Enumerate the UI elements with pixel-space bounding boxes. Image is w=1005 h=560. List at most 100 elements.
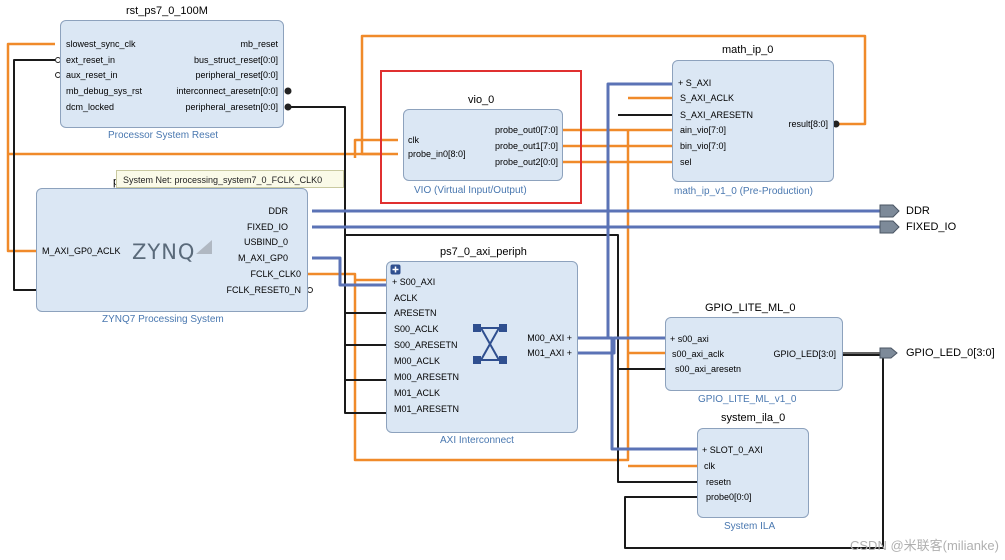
result-wire[interactable] bbox=[360, 34, 867, 156]
gpio-block-subtitle: GPIO_LITE_ML_v1_0 bbox=[698, 394, 797, 405]
vio-block-subtitle: VIO (Virtual Input/Output) bbox=[414, 185, 527, 196]
axi-pin-label: S00_AXI bbox=[399, 277, 436, 287]
ps7-pin[interactable]: M_AXI_GP0 bbox=[237, 253, 288, 263]
ps7-pin[interactable]: FIXED_IO bbox=[246, 222, 288, 232]
peripheral-aresetn-wire[interactable] bbox=[290, 106, 388, 414]
math-pin[interactable]: bin_vio[7:0] bbox=[680, 141, 727, 151]
vio-pin[interactable]: probe_out1[7:0] bbox=[494, 141, 558, 151]
clock-net-wire[interactable] bbox=[353, 138, 398, 158]
ps7-pin[interactable]: FCLK_CLK0 bbox=[250, 269, 301, 279]
ila-pin-label: SLOT_0_AXI bbox=[709, 445, 763, 455]
ila-pin[interactable]: resetn bbox=[706, 477, 732, 487]
math-pin-label: S_AXI bbox=[685, 78, 712, 88]
gpio-pin[interactable]: GPIO_LED[3:0] bbox=[773, 349, 836, 359]
axi-pin-label: M00_AXI bbox=[527, 333, 565, 343]
axi-pin[interactable]: M00_ARESETN bbox=[394, 372, 460, 382]
reset-wire[interactable] bbox=[345, 234, 698, 483]
rst-block-subtitle: Processor System Reset bbox=[108, 130, 219, 141]
math-block-subtitle: math_ip_v1_0 (Pre-Production) bbox=[674, 186, 813, 197]
math-pin[interactable]: result[8:0] bbox=[788, 119, 828, 129]
math-pin[interactable]: sel bbox=[680, 157, 692, 167]
ila-block-title: system_ila_0 bbox=[721, 412, 786, 424]
vio-block[interactable] bbox=[403, 109, 563, 181]
port-pin[interactable] bbox=[284, 103, 292, 111]
axi-pin[interactable]: M00_AXI + bbox=[527, 333, 572, 343]
axi-pin[interactable]: S00_ARESETN bbox=[394, 340, 458, 350]
vio-highlight-frame bbox=[380, 70, 582, 204]
rst-pin[interactable]: bus_struct_reset[0:0] bbox=[193, 55, 278, 65]
axi-pin[interactable]: ARESETN bbox=[394, 308, 437, 318]
rst-pin[interactable]: mb_reset bbox=[240, 39, 278, 49]
ila-block[interactable] bbox=[697, 428, 809, 518]
gpio-block-title: GPIO_LITE_ML_0 bbox=[705, 302, 796, 314]
axi-pin[interactable]: ACLK bbox=[394, 293, 418, 303]
math-pin[interactable]: ain_vio[7:0] bbox=[680, 125, 727, 135]
port-pin[interactable] bbox=[284, 87, 292, 95]
rst-pin[interactable]: slowest_sync_clk bbox=[66, 39, 136, 49]
m00-axi-bus-wire[interactable] bbox=[578, 82, 673, 340]
gpio-block[interactable] bbox=[665, 317, 843, 391]
math-block[interactable] bbox=[672, 60, 834, 182]
gpio-pin[interactable]: + s00_axi bbox=[670, 334, 709, 344]
ps7-pin[interactable]: FCLK_RESET0_N bbox=[226, 285, 301, 295]
ps7-pin[interactable]: USBIND_0 bbox=[243, 237, 288, 247]
axi-pin[interactable]: M01_ARESETN bbox=[394, 404, 460, 414]
rst-block-title: rst_ps7_0_100M bbox=[126, 5, 208, 17]
vio-pin[interactable]: probe_out0[7:0] bbox=[494, 125, 558, 135]
ila-slot-bus-wire[interactable] bbox=[608, 336, 698, 451]
ps7-pin[interactable]: DDR bbox=[268, 206, 289, 216]
rst-pin[interactable]: dcm_locked bbox=[66, 102, 115, 112]
port-pin[interactable] bbox=[307, 287, 313, 293]
rst-pin[interactable]: peripheral_reset[0:0] bbox=[195, 70, 278, 80]
axi-block-title: ps7_0_axi_periph bbox=[440, 246, 527, 258]
rst-pin[interactable]: interconnect_aresetn[0:0] bbox=[176, 86, 278, 96]
ila-pin[interactable]: + SLOT_0_AXI bbox=[702, 445, 763, 455]
m-axi-gp0-bus-wire[interactable] bbox=[312, 256, 388, 287]
ila-pin[interactable]: probe0[0:0] bbox=[706, 492, 752, 502]
gpio-pin-label: s00_axi bbox=[677, 334, 709, 344]
vio-pin[interactable]: clk bbox=[408, 135, 419, 145]
axi-block-subtitle: AXI Interconnect bbox=[440, 435, 514, 446]
crossbar-icon bbox=[473, 324, 507, 364]
gpio-pin[interactable]: s00_axi_aresetn bbox=[675, 364, 742, 374]
axi-pin[interactable]: M01_ACLK bbox=[394, 388, 441, 398]
axi-pin[interactable]: S00_ACLK bbox=[394, 324, 439, 334]
rst-block[interactable] bbox=[60, 20, 284, 128]
clock-net-wire[interactable] bbox=[305, 130, 630, 462]
vio-pin[interactable]: probe_in0[8:0] bbox=[408, 149, 466, 159]
ila-pin[interactable]: clk bbox=[704, 461, 715, 471]
math-block-title: math_ip_0 bbox=[722, 44, 774, 56]
port-pin[interactable] bbox=[832, 120, 840, 128]
ila-block-subtitle: System ILA bbox=[724, 521, 776, 532]
rst-pin[interactable]: peripheral_aresetn[0:0] bbox=[185, 102, 278, 112]
axi-pin[interactable]: M00_ACLK bbox=[394, 356, 441, 366]
vio-block-title: vio_0 bbox=[468, 94, 495, 106]
port-arrow-ddr[interactable] bbox=[879, 204, 900, 218]
ps7-block-subtitle: ZYNQ7 Processing System bbox=[102, 314, 224, 325]
net-tooltip: System Net: processing_system7_0_FCLK_CL… bbox=[116, 170, 344, 188]
rst-pin[interactable]: ext_reset_in bbox=[66, 55, 116, 65]
m01-axi-bus-wire[interactable] bbox=[578, 336, 666, 355]
axi-pin[interactable]: M01_AXI + bbox=[527, 348, 572, 358]
external-port-ddr[interactable]: DDR bbox=[906, 205, 930, 217]
axi-pin[interactable]: + S00_AXI bbox=[392, 277, 436, 287]
port-arrow-gpio-led[interactable] bbox=[879, 347, 898, 359]
external-port-gpio-led[interactable]: GPIO_LED_0[3:0] bbox=[906, 347, 995, 359]
axi-block[interactable] bbox=[386, 261, 578, 433]
port-arrow-fixed-io[interactable] bbox=[879, 220, 900, 234]
ps7-pin[interactable]: M_AXI_GP0_ACLK bbox=[42, 246, 121, 256]
math-pin[interactable]: + S_AXI bbox=[678, 78, 712, 88]
vio-pin[interactable]: probe_out2[0:0] bbox=[494, 157, 558, 167]
math-pin[interactable]: S_AXI_ACLK bbox=[680, 93, 735, 103]
watermark: CSDN @米联客(milianke) bbox=[850, 538, 999, 553]
probe0-wire[interactable] bbox=[624, 354, 884, 549]
gpio-pin[interactable]: s00_axi_aclk bbox=[672, 349, 725, 359]
rst-pin[interactable]: mb_debug_sys_rst bbox=[66, 86, 143, 96]
ps7-block[interactable] bbox=[36, 188, 308, 312]
external-port-fixed-io[interactable]: FIXED_IO bbox=[906, 221, 957, 233]
expand-icon[interactable] bbox=[390, 264, 401, 275]
math-pin[interactable]: S_AXI_ARESETN bbox=[680, 110, 754, 120]
clock-net-wire[interactable] bbox=[6, 42, 55, 253]
rst-pin[interactable]: aux_reset_in bbox=[66, 70, 118, 80]
